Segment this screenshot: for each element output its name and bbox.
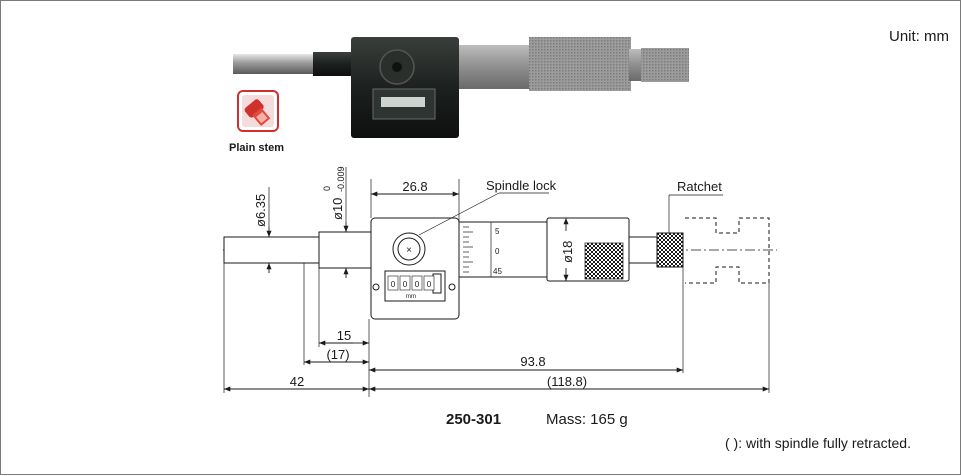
dia-stem-label: ø10 xyxy=(330,198,345,220)
dim-stem-length: 15 xyxy=(337,328,351,343)
svg-text:×: × xyxy=(406,245,412,256)
dim-stem-length-retracted: (17) xyxy=(326,347,349,362)
thimble-ticks xyxy=(463,226,473,273)
spindle-lock-label: Spindle lock xyxy=(486,178,557,193)
scale-45: 45 xyxy=(493,267,502,276)
scale-5: 5 xyxy=(495,227,500,236)
digital-counter: 0 0 0 0 mm xyxy=(387,275,435,300)
counter-digit-3: 0 xyxy=(415,280,420,289)
dim-body-length: 93.8 xyxy=(520,354,545,369)
model-number: 250-301 xyxy=(446,411,501,428)
dim-overall-retracted: (118.8) xyxy=(547,374,587,389)
dim-spindle-length: 42 xyxy=(290,374,304,389)
counter-unit: mm xyxy=(406,294,416,300)
unit-label: Unit: mm xyxy=(889,28,949,45)
dia-stem-tol-upper: 0 xyxy=(322,186,332,191)
product-photo xyxy=(233,37,689,138)
dia-stem-tol-lower: -0.009 xyxy=(336,166,346,192)
plain-stem-icon xyxy=(237,90,279,132)
counter-digit-2: 0 xyxy=(403,280,408,289)
scale-0: 0 xyxy=(495,247,500,256)
ratchet-label: Ratchet xyxy=(677,179,722,194)
outline-drawing: × xyxy=(223,217,777,320)
dia-thimble-label: ø18 xyxy=(560,241,575,263)
mass-label: Mass: 165 g xyxy=(546,411,628,428)
retracted-note: ( ): with spindle fully retracted. xyxy=(725,435,911,451)
plain-stem-label: Plain stem xyxy=(229,142,284,154)
dia-spindle-label: ø6.35 xyxy=(253,194,268,227)
counter-digit-4: 0 xyxy=(427,280,432,289)
dim-counter-width: 26.8 xyxy=(402,179,427,194)
counter-digit-1: 0 xyxy=(391,280,396,289)
